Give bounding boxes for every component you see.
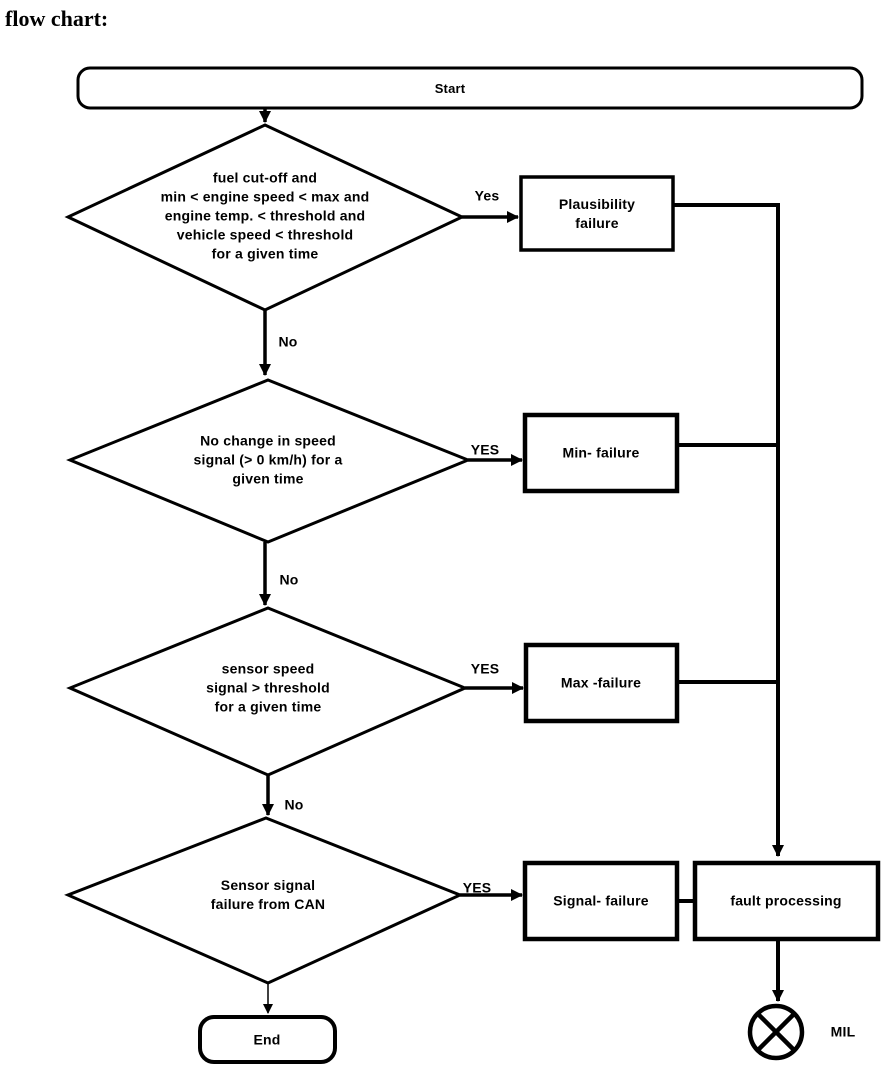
decision2-label: No change in speed signal (> 0 km/h) for… <box>193 432 343 487</box>
min-failure-label: Min- failure <box>562 444 640 461</box>
edge-label-no2: No <box>279 571 299 588</box>
plausibility-failure-label: Plausibility failure <box>558 196 636 231</box>
signal-failure-shape <box>522 860 680 942</box>
edge-label-yes2: YES <box>470 441 500 458</box>
edge-plausibility-to-fault <box>673 203 784 857</box>
decision2-shape <box>66 378 472 544</box>
edge-label-yes4: YES <box>462 879 492 896</box>
edge-label-no1: No <box>278 333 298 350</box>
edge-label-yes3: YES <box>470 660 500 677</box>
end-label: End <box>253 1031 281 1048</box>
decision4-label: Sensor signal failure from CAN <box>210 877 326 912</box>
edge-label-no3: No <box>284 796 304 813</box>
page-title: flow chart: <box>5 6 109 31</box>
max-failure-label: Max -failure <box>560 674 642 691</box>
plausibility-failure-shape <box>519 175 675 252</box>
fault-processing-shape <box>692 860 881 942</box>
start-node-shape <box>76 66 864 110</box>
decision3-label: sensor speed signal > threshold for a gi… <box>206 660 330 715</box>
signal-failure-label: Signal- failure <box>553 892 649 909</box>
fault-processing-label: fault processing <box>730 892 842 909</box>
min-failure-shape <box>522 412 680 494</box>
mil-lamp-cross-2 <box>756 1012 796 1052</box>
end-node-shape <box>198 1015 337 1064</box>
mil-label: MIL <box>830 1023 856 1040</box>
start-label: Start <box>434 81 466 96</box>
edge-label-yes1: Yes <box>474 187 500 204</box>
decision1-label: fuel cut-off and min < engine speed < ma… <box>160 169 370 262</box>
